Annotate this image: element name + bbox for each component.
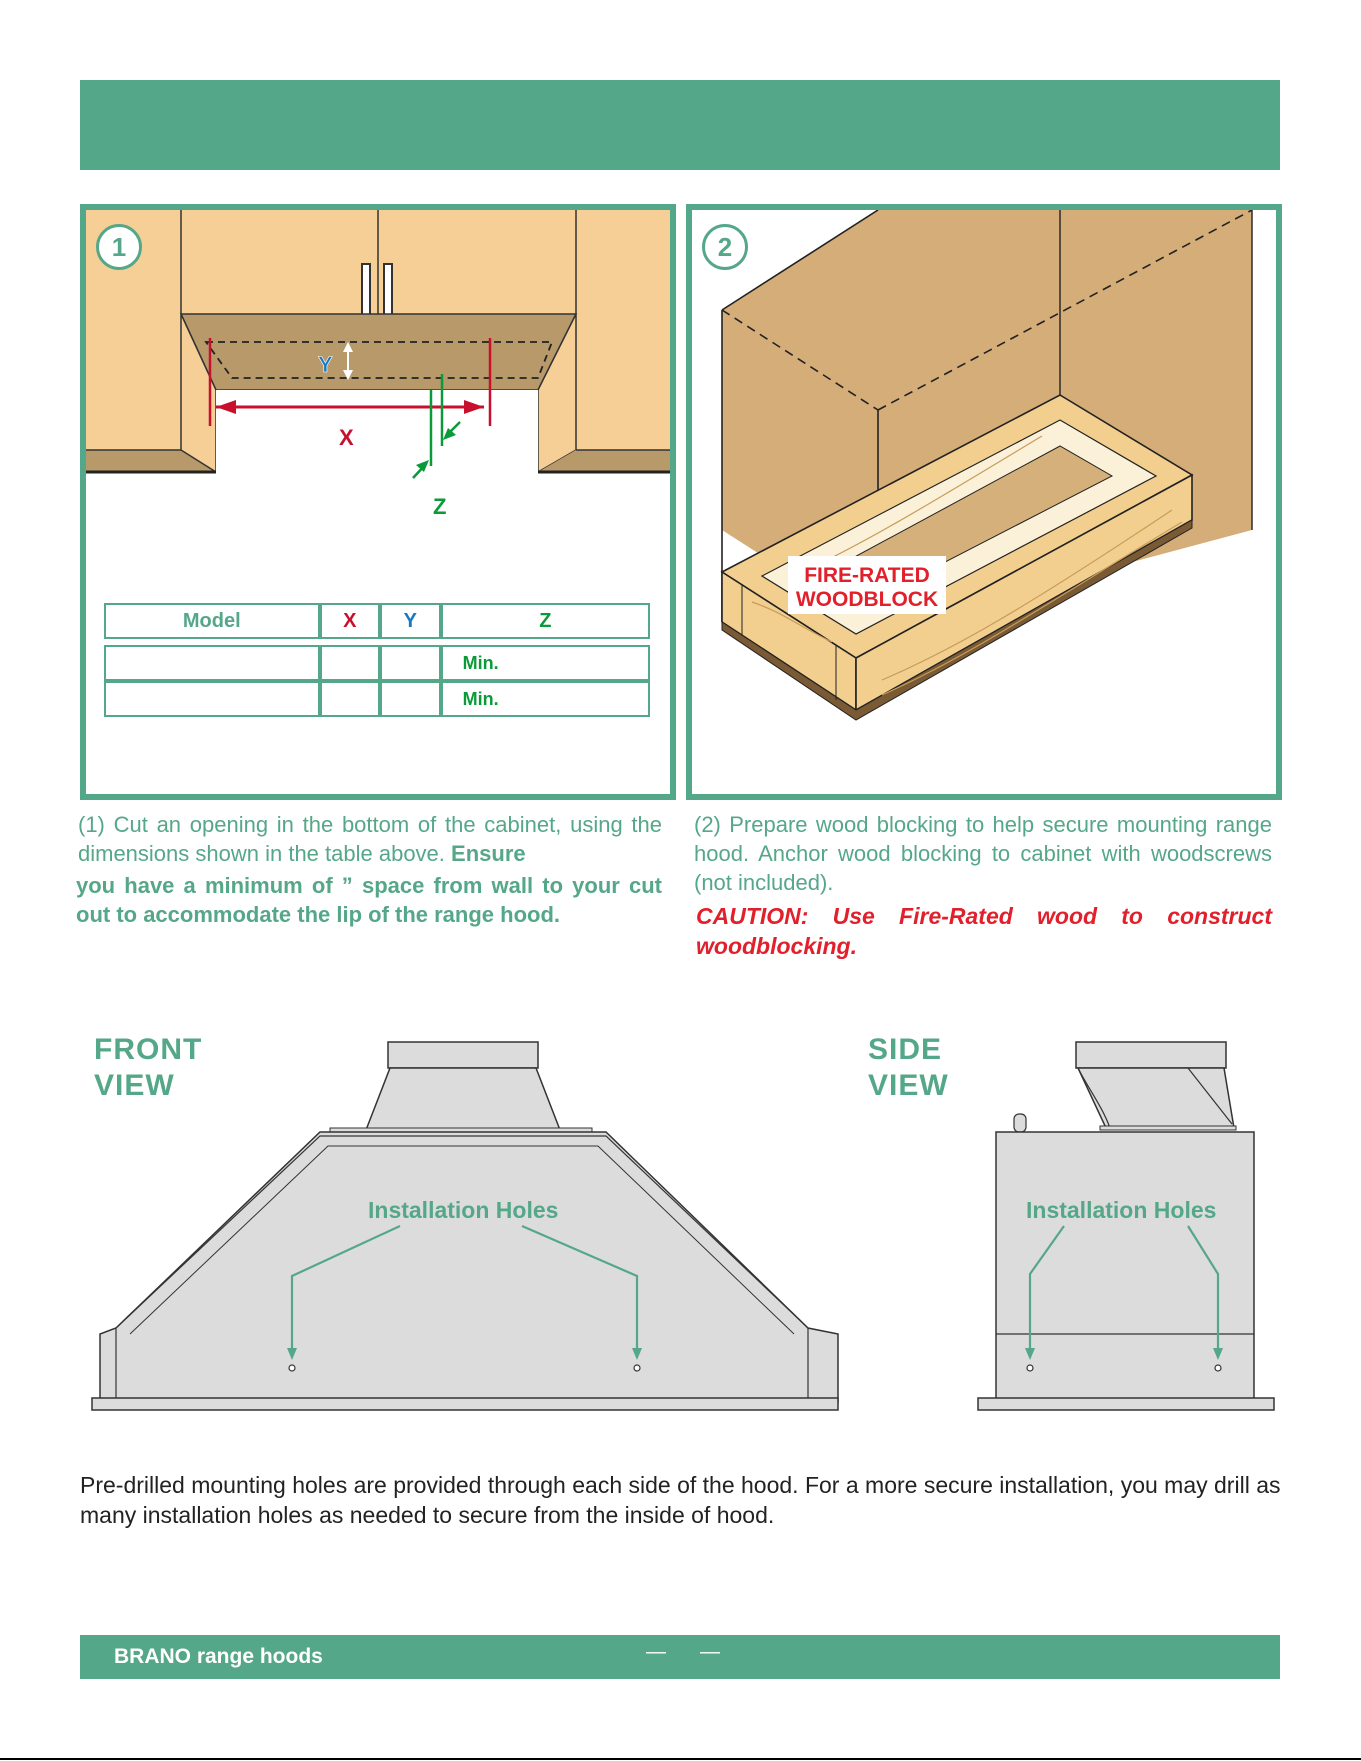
front-view-label: FRONT VIEW [94, 1032, 202, 1104]
y-label: Y [318, 352, 333, 377]
step1-caption-text: (1) Cut an opening in the bottom of the … [78, 812, 662, 866]
side-knob [1013, 1113, 1027, 1133]
cell-y [380, 681, 441, 717]
cell-model [104, 681, 320, 717]
cabinet-opening-illustration: Y X Z [86, 210, 670, 519]
table-row: Min. [104, 681, 650, 717]
side-view-diagram [977, 1041, 1275, 1411]
front-view-diagram [91, 1041, 839, 1411]
cell-y [380, 645, 441, 681]
cut-opening-outline [204, 341, 554, 379]
side-arrow-right [1187, 1225, 1220, 1356]
side-hood-lip [977, 1397, 1275, 1411]
header-y: Y [380, 603, 441, 639]
front-duct-transition [364, 1067, 562, 1131]
step1-panel: Y X Z 1 Model X Y Z Min. Min. [80, 204, 676, 800]
front-view-label-line2: VIEW [94, 1069, 175, 1102]
front-duct-collar [387, 1041, 539, 1069]
header-z: Z [440, 603, 650, 639]
fire-rated-label-line2: WOODBLOCK [796, 588, 938, 611]
step2-panel: FIRE-RATED WOODBLOCK 2 [686, 204, 1282, 800]
cell-z: Min. [440, 645, 650, 681]
woodblock-illustration: FIRE-RATED WOODBLOCK [720, 210, 1253, 721]
side-holes-label: Installation Holes [1026, 1197, 1217, 1223]
step2-badge: 2 [702, 224, 748, 270]
front-view-label-line1: FRONT [94, 1033, 203, 1066]
footer-dash-left: — [646, 1641, 666, 1663]
side-view-label-line1: SIDE [868, 1033, 943, 1066]
side-hood-body [995, 1131, 1255, 1403]
step1-badge: 1 [96, 224, 142, 270]
caution-text: CAUTION: Use Fire-Rated wood to construc… [696, 903, 1272, 959]
front-hole-right [633, 1364, 641, 1372]
front-arrow-right [521, 1224, 639, 1356]
front-hood-body [99, 1131, 839, 1403]
body-text: Pre-drilled mounting holes are provided … [80, 1472, 1281, 1528]
side-arrow-left [1028, 1225, 1065, 1356]
fire-rated-label-box [788, 556, 946, 614]
side-hole-right [1214, 1364, 1222, 1372]
step2-caption: (2) Prepare wood blocking to help secure… [694, 812, 1272, 895]
step1-caption-bold: you have a minimum of ” space from wall … [76, 873, 662, 927]
header-bar [80, 80, 1280, 170]
fire-rated-label-line1: FIRE-RATED [804, 564, 930, 587]
cell-x [319, 681, 381, 717]
side-view-label: SIDE VIEW [868, 1032, 949, 1104]
footer-bar [80, 1635, 1280, 1679]
step1-caption-ensure: Ensure [451, 841, 526, 866]
cell-x [319, 645, 381, 681]
table-row: Min. [104, 645, 650, 681]
front-arrow-left [290, 1225, 401, 1356]
side-duct-collar [1075, 1041, 1227, 1069]
front-hood-lip [91, 1397, 839, 1411]
z-label: Z [433, 494, 446, 519]
front-holes-label: Installation Holes [368, 1197, 559, 1223]
footer-dash-right: — [700, 1641, 720, 1663]
footer-brand: BRANO range hoods [114, 1645, 323, 1668]
cell-model [104, 645, 320, 681]
front-hole-left [288, 1364, 296, 1372]
side-hole-left [1026, 1364, 1034, 1372]
side-view-label-line2: VIEW [868, 1069, 949, 1102]
header-x: X [319, 603, 381, 639]
cell-z: Min. [440, 681, 650, 717]
header-model: Model [104, 603, 320, 639]
dimensions-table: Model X Y Z Min. Min. [104, 603, 650, 717]
step1-caption: (1) Cut an opening in the bottom of the … [78, 810, 662, 868]
dimensions-table-header: Model X Y Z [104, 603, 650, 639]
page-bottom-line [0, 1758, 1361, 1760]
x-label: X [339, 425, 354, 450]
